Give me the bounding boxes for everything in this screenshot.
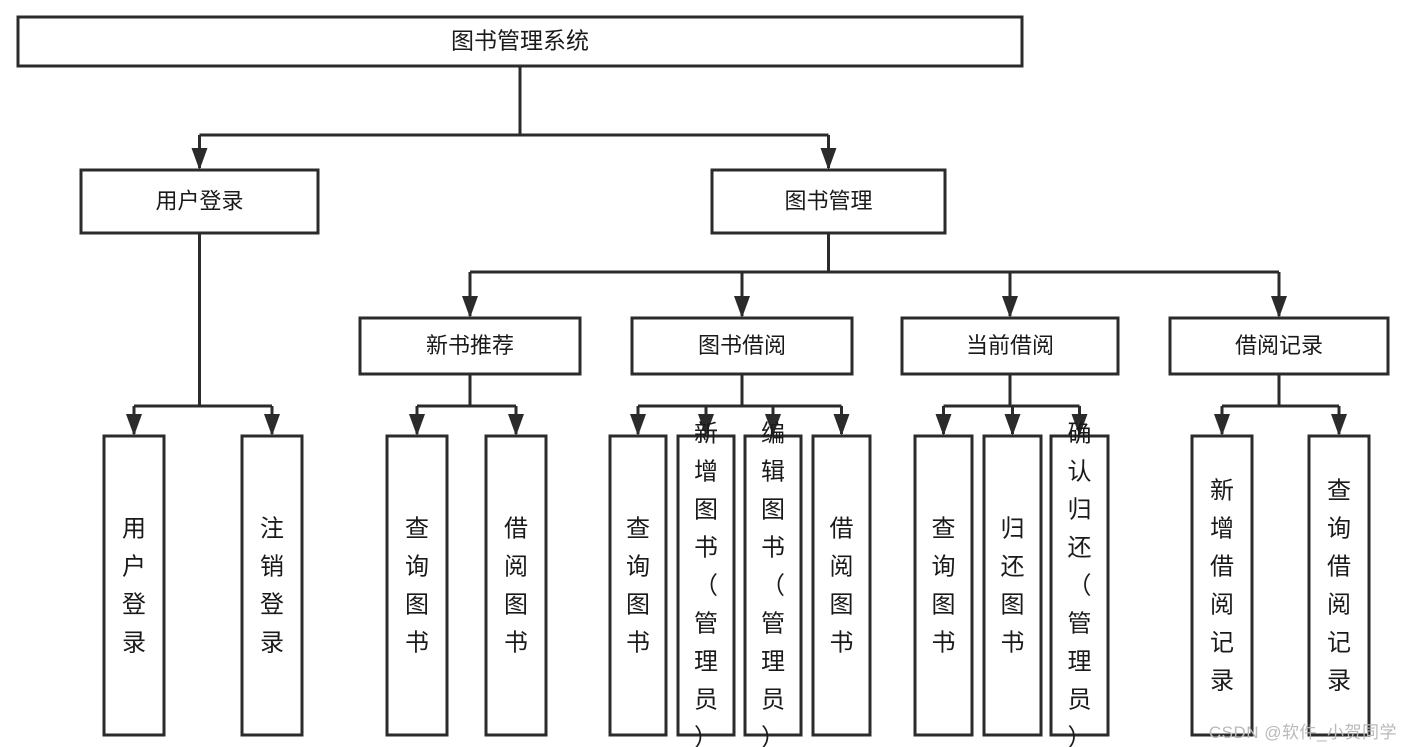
node-label: 图书管理 [784,188,872,213]
node-layer: 图书管理系统用户登录图书管理新书推荐图书借阅当前借阅借阅记录用户登录注销登录查询… [16,15,1390,747]
node-current-borrow[interactable]: 当前借阅 [900,316,1120,376]
connector-group-new-book-recommend [409,374,524,436]
node-label: 新增借阅记录 [1210,478,1234,695]
node-leaf-confirm-return-admin[interactable]: 确认归还（管理员） [1049,421,1110,747]
node-leaf-query-book-current[interactable]: 查询图书 [913,434,974,737]
watermark-label: CSDN @软件_小贺同学 [1208,723,1397,742]
node-leaf-borrow-book[interactable]: 借阅图书 [811,434,872,737]
node-leaf-logout[interactable]: 注销登录 [240,434,304,737]
node-label: 新书推荐 [426,333,514,358]
node-leaf-query-book-borrow[interactable]: 查询图书 [608,434,668,737]
node-box[interactable] [358,316,582,376]
node-label: 注销登录 [260,516,284,657]
node-leaf-query-book-recommend[interactable]: 查询图书 [385,434,449,737]
node-label: 借阅记录 [1235,333,1323,358]
node-new-book-recommend[interactable]: 新书推荐 [358,316,582,376]
node-box[interactable] [1307,434,1371,737]
node-leaf-return-book[interactable]: 归还图书 [982,434,1043,737]
arrow-head-icon [698,414,714,436]
node-leaf-user-login[interactable]: 用户登录 [102,434,166,737]
node-label: 用户登录 [122,516,146,657]
node-leaf-query-borrow-record[interactable]: 查询借阅记录 [1307,434,1371,737]
arrow-head-icon [1071,414,1088,436]
node-borrow-record[interactable]: 借阅记录 [1168,316,1390,376]
node-label: 归还图书 [1001,516,1025,657]
arrow-head-icon [191,148,208,170]
connector-group-root [191,66,837,170]
node-box[interactable] [484,434,548,737]
node-label: 图书管理系统 [451,28,589,54]
arrow-head-icon [264,414,280,436]
arrow-head-icon [1002,296,1018,318]
node-label: 确认归还（管理员） [1068,421,1092,747]
connector-group-current-borrow [935,374,1088,436]
node-user-login[interactable]: 用户登录 [79,168,320,235]
node-book-borrow[interactable]: 图书借阅 [630,316,854,376]
node-box[interactable] [743,434,803,737]
arrow-head-icon [1004,414,1021,436]
arrow-head-icon [409,414,425,436]
connector-group-user-login [126,233,280,436]
arrow-head-icon [1214,414,1230,436]
node-box[interactable] [16,15,1024,68]
connector-group-borrow-record [1214,374,1347,436]
arrow-head-icon [734,296,750,318]
node-label: 查询借阅记录 [1327,478,1351,695]
node-label: 新增图书（管理员） [694,421,718,747]
node-label: 当前借阅 [966,333,1054,358]
node-box[interactable] [240,434,304,737]
arrow-head-icon [630,414,646,436]
node-box[interactable] [630,316,854,376]
node-root[interactable]: 图书管理系统 [16,15,1024,68]
arrow-head-icon [935,414,952,436]
node-box[interactable] [1049,434,1110,737]
node-box[interactable] [79,168,320,235]
node-leaf-borrow-book-recommend[interactable]: 借阅图书 [484,434,548,737]
node-label: 编辑图书（管理员） [761,421,785,747]
node-label: 查询图书 [405,516,429,657]
node-box[interactable] [900,316,1120,376]
node-box[interactable] [811,434,872,737]
node-box[interactable] [608,434,668,737]
node-box[interactable] [676,434,736,737]
node-label: 借阅图书 [830,516,854,657]
arrow-head-icon [820,148,837,170]
arrow-head-icon [833,414,850,436]
node-box[interactable] [1190,434,1254,737]
node-leaf-add-book-admin[interactable]: 新增图书（管理员） [676,421,736,747]
node-leaf-edit-book-admin[interactable]: 编辑图书（管理员） [743,421,803,747]
node-book-management[interactable]: 图书管理 [710,168,947,235]
connector-group-book-management [462,233,1287,318]
node-label: 用户登录 [155,188,243,213]
node-label: 借阅图书 [504,516,528,657]
node-box[interactable] [1168,316,1390,376]
node-box[interactable] [102,434,166,737]
arrow-head-icon [765,414,781,436]
arrow-head-icon [462,296,478,318]
arrow-head-icon [1271,296,1287,318]
arrow-head-icon [508,414,524,436]
node-label: 查询图书 [932,516,956,657]
connector-layer [126,66,1347,436]
node-leaf-add-borrow-record[interactable]: 新增借阅记录 [1190,434,1254,737]
node-label: 图书借阅 [698,333,786,358]
arrow-head-icon [126,414,142,436]
node-box[interactable] [982,434,1043,737]
node-label: 查询图书 [626,516,650,657]
arrow-head-icon [1331,414,1347,436]
connector-group-book-borrow [630,374,850,436]
node-box[interactable] [913,434,974,737]
node-box[interactable] [385,434,449,737]
node-box[interactable] [710,168,947,235]
